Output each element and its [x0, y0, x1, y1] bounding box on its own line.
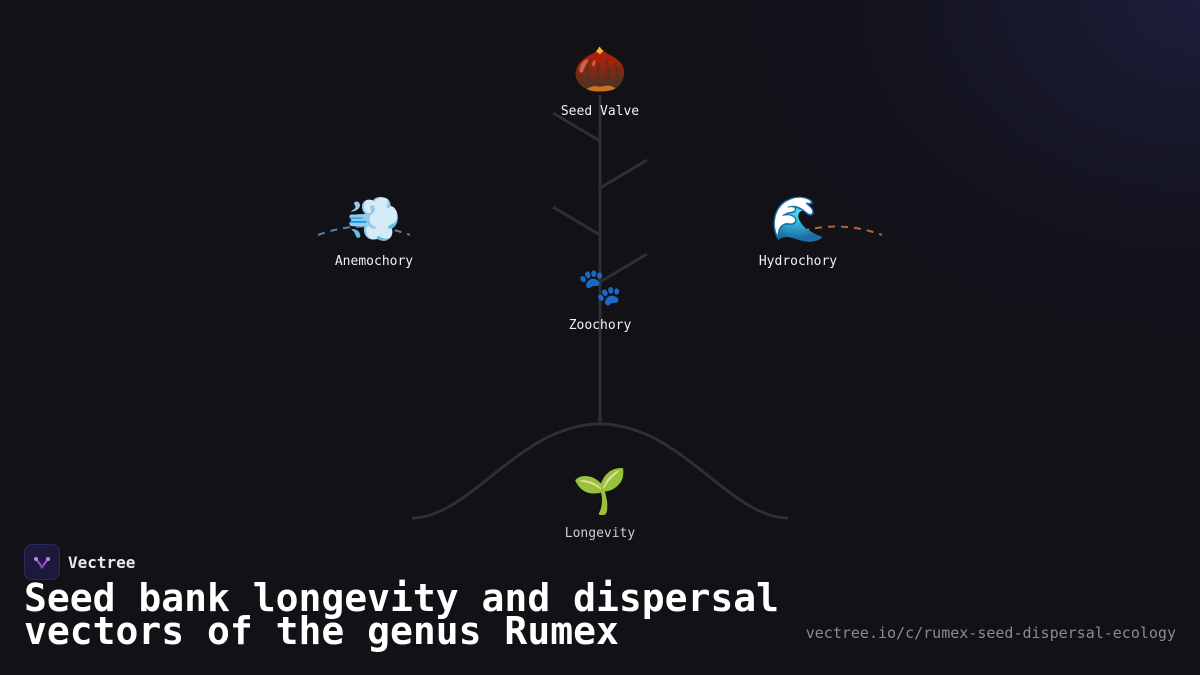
branch-right-upper	[599, 158, 648, 190]
branch-left-upper	[552, 111, 601, 143]
node-zoochory: 🐾 Zoochory	[510, 267, 690, 334]
node-label: Seed Valve	[560, 104, 640, 119]
brand[interactable]: Vectree	[24, 544, 135, 580]
seedling-icon: 🌱	[572, 466, 628, 517]
branch-right-lower	[599, 252, 648, 284]
page-title: Seed bank longevity and dispersal vector…	[24, 576, 779, 653]
node-longevity: 🌱 Longevity	[510, 466, 690, 542]
node-label: Anemochory	[334, 254, 414, 269]
source-url[interactable]: vectree.io/c/rumex-seed-dispersal-ecolog…	[805, 624, 1176, 642]
node-label: Longevity	[564, 526, 636, 541]
node-seed-valve: 🌰 Seed Valve	[510, 44, 690, 120]
paw-prints-icon: 🐾	[577, 267, 623, 308]
acorn-icon: 🌰	[572, 44, 628, 95]
wind-icon: 💨	[346, 194, 402, 245]
vectree-logo-icon	[24, 544, 60, 580]
node-label: Hydrochory	[758, 254, 838, 269]
wind-arc	[317, 225, 411, 236]
root-mound	[411, 422, 789, 520]
node-label: Zoochory	[568, 318, 632, 333]
node-anemochory: 💨 Anemochory	[284, 194, 464, 270]
wave-icon: 🌊	[770, 194, 826, 245]
brand-name: Vectree	[68, 552, 136, 572]
branch-left-lower	[552, 205, 601, 237]
node-hydrochory: 🌊 Hydrochory	[708, 194, 888, 270]
water-arc	[789, 225, 883, 236]
